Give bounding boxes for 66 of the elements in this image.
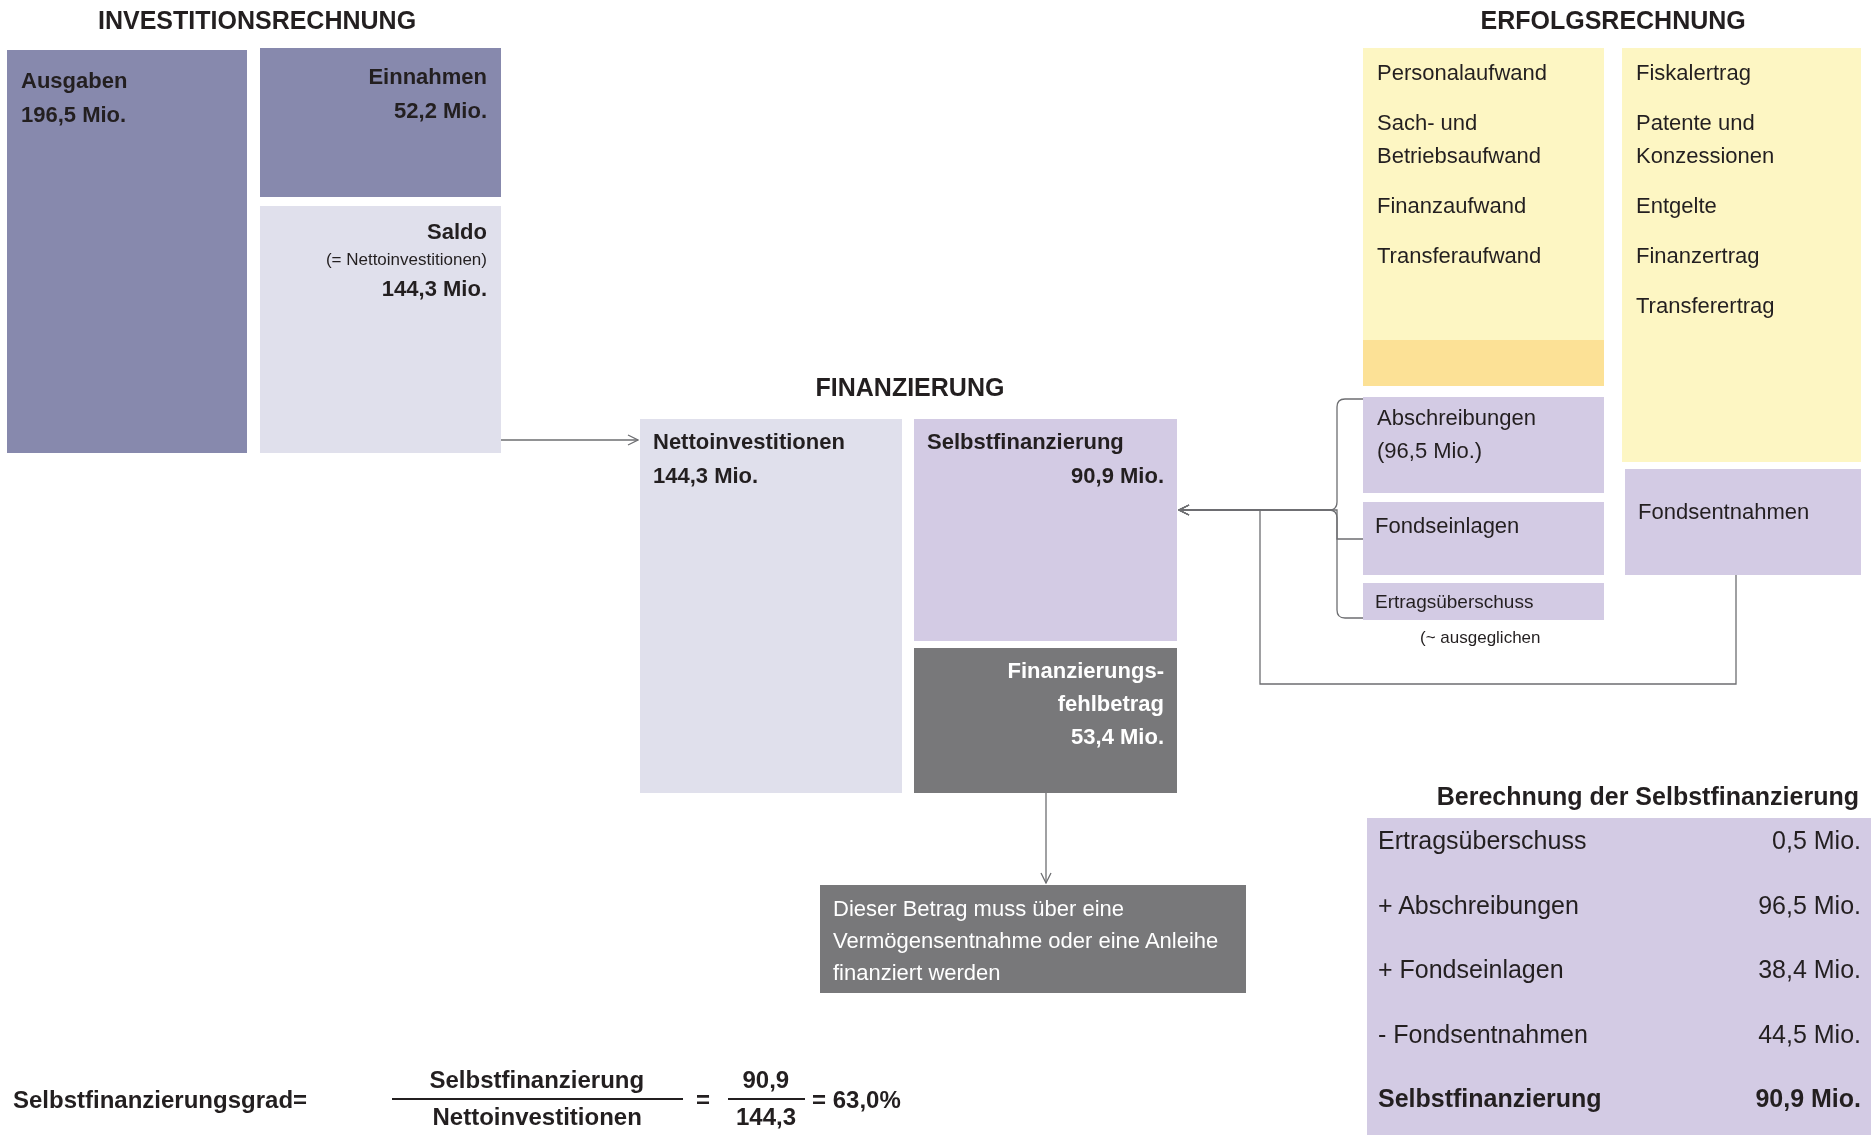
- item-text: Entgelte: [1636, 192, 1718, 220]
- note-text: Dieser Betrag muss über eine Vermögensentnahme oder eine Anleihe finanziert werden: [833, 895, 1220, 987]
- expense-column: [1363, 48, 1604, 340]
- arrow: [500, 434, 639, 446]
- item-text: Finanzaufwand: [1377, 192, 1528, 220]
- deficit-block: [914, 648, 1177, 793]
- row-label: + Fondseinlagen: [1378, 955, 1564, 984]
- block-heading: Einnahmen: [367, 63, 487, 91]
- item-text: Ertragsüberschuss: [1375, 590, 1535, 614]
- amount-text: 144,3 Mio.: [653, 462, 760, 490]
- fraction-numerator: 90,9: [742, 1066, 790, 1094]
- amount-text: 53,4 Mio.: [1070, 723, 1164, 751]
- amount-text: 144,3 Mio.: [380, 275, 487, 303]
- note-box: [820, 885, 1246, 993]
- balance-block: [260, 206, 501, 453]
- block-heading: Finanzierungs- fehlbetrag: [1006, 657, 1164, 718]
- block-heading: Saldo: [426, 218, 487, 246]
- revenue-block: [260, 48, 501, 197]
- item-text: Transferertrag: [1636, 292, 1776, 320]
- row-value: 96,5 Mio.: [1758, 890, 1861, 920]
- amount-text: 196,5 Mio.: [21, 101, 128, 129]
- revenue-column: [1622, 48, 1861, 462]
- row-value: 90,9 Mio.: [1755, 1084, 1861, 1113]
- block-heading: Selbstfinanzierung: [927, 428, 1125, 456]
- section-title: ERFOLGSRECHNUNG: [1480, 6, 1746, 35]
- block-heading: Ausgaben: [21, 67, 129, 95]
- section-title: INVESTITIONSRECHNUNG: [98, 6, 417, 35]
- row-value: 38,4 Mio.: [1758, 955, 1861, 984]
- caption-text: (~ ausgeglichen: [1420, 628, 1541, 648]
- row-label: Selbstfinanzierung: [1378, 1084, 1602, 1113]
- fund-deposit-block: [1363, 502, 1604, 575]
- surplus-bar: [1363, 340, 1604, 386]
- row-label: - Fondsentnahmen: [1378, 1019, 1588, 1049]
- row-value: 0,5 Mio.: [1772, 826, 1861, 855]
- item-text: Transferaufwand: [1377, 242, 1543, 270]
- expense-block: [7, 50, 247, 453]
- net-investment-block: [640, 419, 902, 793]
- surplus-block: [1363, 583, 1604, 620]
- formula-text: Selbstfinanzierungsgrad=: [13, 1086, 308, 1114]
- item-text: Fondseinlagen: [1375, 512, 1521, 540]
- row-label: Ertragsüberschuss: [1378, 826, 1587, 855]
- arrow: [1178, 504, 1737, 685]
- row-value: 44,5 Mio.: [1758, 1019, 1861, 1049]
- note-text: (= Nettoinvestitionen): [324, 249, 487, 271]
- equals-sign: =: [696, 1086, 710, 1114]
- amount-text: 90,9 Mio.: [1070, 462, 1164, 490]
- item-text: Fiskalertrag: [1636, 59, 1752, 87]
- fraction-numerator: Selbstfinanzierung: [429, 1066, 645, 1094]
- table-title: Berechnung der Selbstfinanzierung: [1436, 782, 1859, 811]
- row-label: + Abschreibungen: [1378, 890, 1579, 920]
- item-text: Abschreibungen (96,5 Mio.): [1377, 404, 1537, 465]
- fund-withdrawal-block: [1625, 469, 1861, 575]
- item-text: Fondsentnahmen: [1638, 498, 1811, 526]
- fraction-denominator: 144,3: [736, 1103, 797, 1131]
- section-title: FINANZIERUNG: [815, 373, 1005, 402]
- item-text: Personalaufwand: [1377, 59, 1548, 87]
- amount-text: 52,2 Mio.: [393, 97, 487, 125]
- block-heading: Nettoinvestitionen: [653, 428, 846, 456]
- fraction-denominator: Nettoinvestitionen: [432, 1103, 642, 1131]
- formula-text: = 63,0%: [812, 1086, 901, 1114]
- arrow: [1040, 792, 1052, 884]
- item-text: Finanzertrag: [1636, 242, 1761, 270]
- item-text: Sach- und Betriebsaufwand: [1377, 109, 1542, 170]
- item-text: Patente und Konzessionen: [1636, 109, 1776, 170]
- depreciation-block: [1363, 397, 1604, 493]
- self-financing-block: [914, 419, 1177, 641]
